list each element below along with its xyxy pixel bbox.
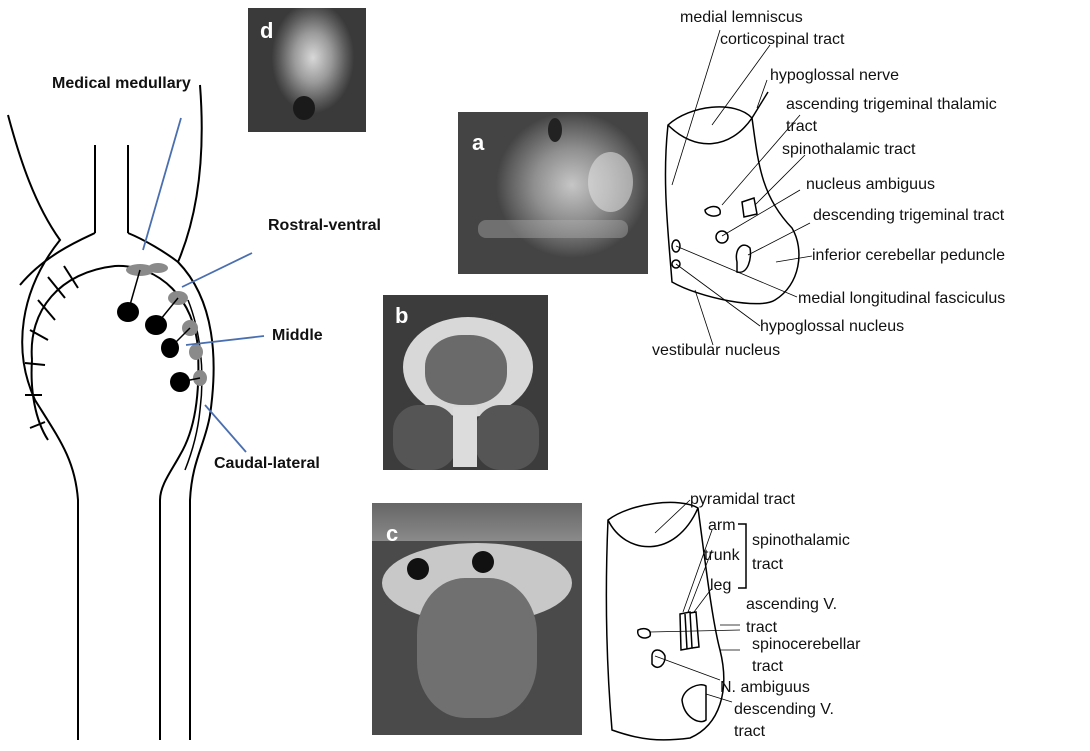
label-ascending-v: ascending V. — [746, 595, 837, 614]
lower-cross-section — [606, 502, 723, 739]
label-descending-v: descending V. — [734, 700, 834, 719]
top-curve-left — [20, 233, 95, 285]
mri-panel-d: d — [248, 8, 366, 132]
label-middle: Middle — [272, 326, 323, 345]
panel-letter-b: b — [395, 303, 408, 329]
label-caudal-lateral: Caudal-lateral — [214, 454, 320, 473]
label-rostral-ventral: Rostral-ventral — [268, 216, 381, 235]
upper-cross-section — [665, 92, 798, 304]
label-leg: leg — [710, 576, 731, 595]
label-spinothalamic-tract: spinothalamic tract — [782, 140, 915, 159]
inner-arc-left-lower — [32, 360, 48, 440]
pointer-lines — [143, 118, 264, 452]
label-n-ambiguus: N. ambiguus — [720, 678, 810, 697]
inner-arc — [32, 266, 199, 740]
label-spinocerebellar-2: tract — [752, 657, 783, 676]
label-descending-v-2: tract — [734, 722, 765, 741]
label-trunk: trunk — [704, 546, 740, 565]
label-medial-lemniscus: medial lemniscus — [680, 8, 803, 27]
label-spinothalamic: spinothalamic — [752, 531, 850, 550]
panel-letter-a: a — [472, 130, 484, 156]
medulla-outline-left — [8, 115, 78, 740]
caudal-infarcts — [117, 302, 190, 392]
label-vestibular-nucleus: vestibular nucleus — [652, 341, 780, 360]
top-curve-right — [128, 233, 178, 262]
label-ascending-trigeminal-thalamic-2: tract — [786, 117, 817, 136]
label-descending-trigeminal-tract: descending trigeminal tract — [813, 206, 1004, 225]
mri-panel-c: c — [372, 503, 582, 735]
label-nucleus-ambiguus: nucleus ambiguus — [806, 175, 935, 194]
mri-panel-b: b — [383, 295, 548, 470]
label-medical-medullary: Medical medullary — [52, 74, 191, 93]
label-hypoglossal-nucleus: hypoglossal nucleus — [760, 317, 904, 336]
label-ascending-trigeminal-thalamic: ascending trigeminal thalamic — [786, 95, 997, 114]
label-pyramidal-tract: pyramidal tract — [690, 490, 795, 509]
label-medial-longitudinal-fasciculus: medial longitudinal fasciculus — [798, 289, 1005, 308]
label-hypoglossal-nerve: hypoglossal nerve — [770, 66, 899, 85]
label-spinocerebellar: spinocerebellar — [752, 635, 861, 654]
label-arm: arm — [708, 516, 736, 535]
panel-letter-d: d — [260, 18, 273, 44]
label-inferior-cerebellar-peduncle: inferior cerebellar peduncle — [812, 246, 1005, 265]
upper-trunk — [95, 145, 128, 233]
ribs — [25, 266, 78, 428]
label-spinothalamic-2: tract — [752, 555, 783, 574]
label-corticospinal-tract: corticospinal tract — [720, 30, 845, 49]
mri-panel-a: a — [458, 112, 648, 274]
panel-letter-c: c — [386, 521, 398, 547]
